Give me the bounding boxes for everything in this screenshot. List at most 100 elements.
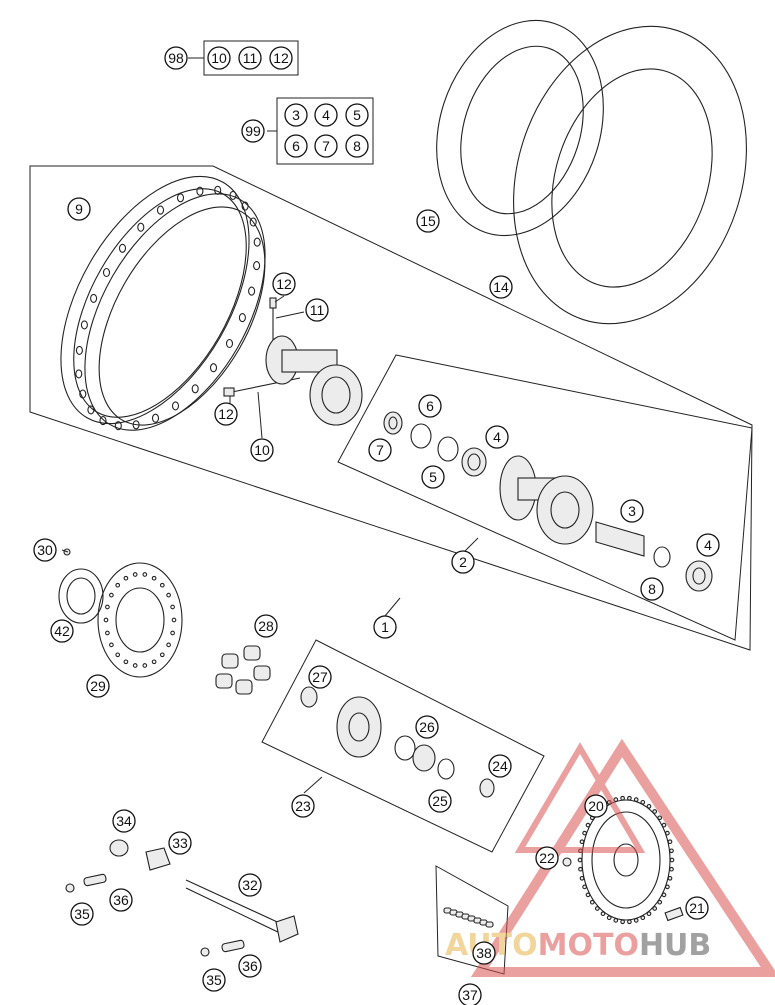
- callout-1: 1: [373, 615, 397, 639]
- callout-34: 34: [112, 809, 136, 833]
- svg-text:1: 1: [381, 619, 389, 635]
- hub-components: [383, 411, 713, 592]
- callout-22: 22: [535, 846, 559, 870]
- chain-links: [443, 907, 494, 928]
- callout-5: 5: [345, 103, 369, 127]
- callout-37: 37: [458, 983, 482, 1005]
- svg-text:12: 12: [276, 276, 292, 292]
- svg-text:15: 15: [420, 213, 436, 229]
- rim-part: [60, 175, 266, 431]
- svg-text:24: 24: [492, 758, 508, 774]
- callout-98: 98: [164, 46, 188, 70]
- callout-28: 28: [254, 614, 278, 638]
- callout-12: 12: [269, 46, 293, 70]
- svg-text:25: 25: [432, 793, 448, 809]
- callout-20: 20: [584, 794, 608, 818]
- svg-text:5: 5: [353, 107, 361, 123]
- rim-spoke-holes: [75, 185, 261, 431]
- leader-lines: [61, 295, 479, 794]
- svg-text:9: 9: [75, 201, 83, 217]
- callout-6: 6: [284, 134, 308, 158]
- svg-text:36: 36: [113, 892, 129, 908]
- kit-members: 10 11 12: [207, 46, 293, 70]
- svg-text:10: 10: [211, 50, 227, 66]
- tire-part: [513, 25, 747, 325]
- callout-10: 10: [207, 46, 231, 70]
- svg-text:99: 99: [245, 123, 261, 139]
- callout-38: 38: [472, 941, 496, 965]
- tube-part: [436, 19, 604, 237]
- svg-text:33: 33: [172, 835, 188, 851]
- callout-32: 32: [238, 873, 262, 897]
- callout-9: 9: [67, 197, 91, 221]
- svg-text:8: 8: [353, 138, 361, 154]
- svg-text:34: 34: [116, 813, 132, 829]
- svg-text:3: 3: [628, 503, 636, 519]
- callout-5: 5: [421, 465, 445, 489]
- svg-text:6: 6: [292, 138, 300, 154]
- hub-assembly-frame: [337, 354, 753, 641]
- callout-6: 6: [418, 394, 442, 418]
- callout-4: 4: [485, 425, 509, 449]
- callout-11: 11: [238, 46, 262, 70]
- callout-25: 25: [428, 789, 452, 813]
- svg-text:4: 4: [704, 537, 712, 553]
- callout-35: 35: [202, 968, 226, 992]
- callout-30: 30: [33, 538, 57, 562]
- svg-text:21: 21: [689, 900, 705, 916]
- svg-text:4: 4: [493, 429, 501, 445]
- callout-12: 12: [272, 272, 296, 296]
- callout-36: 36: [238, 954, 262, 978]
- watermark-logo: AUTOMOTOHUB: [445, 738, 775, 977]
- kit-ref-label: 98: [164, 46, 188, 70]
- svg-text:37: 37: [462, 987, 478, 1003]
- callout-14: 14: [489, 275, 513, 299]
- callout-23: 23: [291, 794, 315, 818]
- hub-mounted: [265, 335, 363, 426]
- wheel-assembly-frame: [29, 165, 753, 651]
- callout-12: 12: [214, 402, 238, 426]
- svg-text:7: 7: [322, 138, 330, 154]
- svg-text:26: 26: [419, 719, 435, 735]
- svg-text:3: 3: [292, 107, 300, 123]
- callout-29: 29: [86, 674, 110, 698]
- svg-text:28: 28: [258, 618, 274, 634]
- callout-24: 24: [488, 754, 512, 778]
- callout-3: 3: [284, 103, 308, 127]
- callout-42: 42: [50, 619, 74, 643]
- svg-text:11: 11: [310, 302, 325, 318]
- watermark-text: AUTOMOTOHUB: [445, 928, 711, 963]
- svg-text:27: 27: [312, 669, 328, 685]
- brake-disc-holes: [103, 572, 177, 668]
- callout-7: 7: [368, 438, 392, 462]
- svg-text:32: 32: [242, 877, 258, 893]
- svg-text:98: 98: [168, 50, 184, 66]
- svg-text:10: 10: [254, 442, 270, 458]
- svg-text:29: 29: [90, 678, 106, 694]
- svg-text:23: 23: [295, 798, 311, 814]
- sprocket-carrier-frame: [261, 639, 545, 853]
- callout-11: 11: [305, 298, 329, 322]
- callout-2: 2: [451, 550, 475, 574]
- callout-4: 4: [314, 103, 338, 127]
- brake-disc: [97, 562, 183, 678]
- svg-text:30: 30: [37, 542, 53, 558]
- svg-text:7: 7: [376, 442, 384, 458]
- svg-text:4: 4: [322, 107, 330, 123]
- kit-group-98: 98 10 11 12: [164, 40, 299, 76]
- callout-15: 15: [416, 209, 440, 233]
- svg-text:35: 35: [206, 972, 222, 988]
- svg-text:12: 12: [218, 406, 234, 422]
- cush-drive-rubbers: [215, 645, 271, 695]
- svg-text:8: 8: [648, 581, 656, 597]
- svg-text:12: 12: [273, 50, 289, 66]
- svg-text:22: 22: [539, 850, 555, 866]
- svg-text:11: 11: [243, 50, 258, 66]
- callout-labels: 9121112101514674532481304229282726242523…: [33, 197, 720, 1005]
- carrier-components: [300, 686, 495, 798]
- callout-10: 10: [250, 438, 274, 462]
- callout-99: 99: [241, 119, 265, 143]
- kit-group-99: 99 3 4 5 6 7 8: [241, 97, 374, 165]
- svg-text:42: 42: [54, 623, 70, 639]
